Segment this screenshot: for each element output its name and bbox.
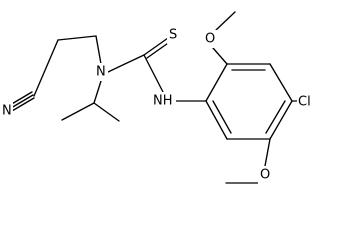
bond-ring-to-top-o bbox=[212, 47, 228, 65]
bond-ring-to-bottom-o bbox=[264, 138, 271, 167]
label-bg-thione-s bbox=[167, 26, 179, 44]
bond-ch2-to-amine-n bbox=[95, 35, 102, 65]
atom-nitrile-n: N bbox=[2, 104, 12, 119]
bond-ring-c4-c5 bbox=[269, 100, 293, 140]
label-bg-nh bbox=[152, 92, 176, 110]
bond-ring-double-c6-c1 bbox=[212, 100, 232, 134]
bond-thiourea-c-to-s-a bbox=[143, 37, 169, 56]
label-bg-amine-n bbox=[94, 63, 108, 81]
bond-top-o-to-methyl bbox=[215, 11, 236, 31]
atom-label-layer: N N S NH O Cl O bbox=[1, 26, 320, 184]
molecule-structure: N N S NH O Cl O bbox=[1, 11, 320, 184]
bond-ring-c3-c4 bbox=[269, 63, 293, 102]
bond-amine-n-to-thiourea-c bbox=[107, 54, 145, 73]
atom-amine-n: N bbox=[96, 65, 106, 80]
atom-nh: NH bbox=[153, 94, 173, 109]
bond-isopropyl-left-methyl bbox=[61, 102, 95, 121]
bond-ring-double-c4-c5 bbox=[265, 100, 286, 134]
bond-nitrile-to-ch2 bbox=[33, 39, 59, 97]
label-bg-chloro bbox=[297, 93, 320, 111]
bond-nitrile-triple-b bbox=[10, 94, 34, 109]
label-bg-methoxy-o-bottom bbox=[258, 166, 272, 184]
bond-nitrile-triple-a bbox=[11, 97, 35, 112]
bond-layer bbox=[9, 11, 299, 184]
atom-methoxy-o-bottom: O bbox=[260, 168, 270, 183]
bond-amine-n-to-isopropyl-ch bbox=[93, 80, 102, 104]
label-bg-nitrile-n bbox=[1, 102, 13, 120]
atom-thione-s: S bbox=[169, 28, 177, 43]
bond-ring-c1-c2 bbox=[205, 63, 228, 102]
bond-ch2-ch2 bbox=[57, 35, 97, 41]
bond-isopropyl-right-methyl bbox=[93, 102, 120, 122]
atom-methoxy-o-top: O bbox=[205, 32, 215, 47]
bond-ring-c6-c1 bbox=[205, 100, 228, 140]
bond-nitrile-triple-c bbox=[9, 91, 33, 106]
label-bg-methoxy-o-top bbox=[203, 30, 217, 48]
atom-chloro: Cl bbox=[298, 95, 311, 110]
bond-thiourea-c-to-nh bbox=[143, 54, 164, 93]
